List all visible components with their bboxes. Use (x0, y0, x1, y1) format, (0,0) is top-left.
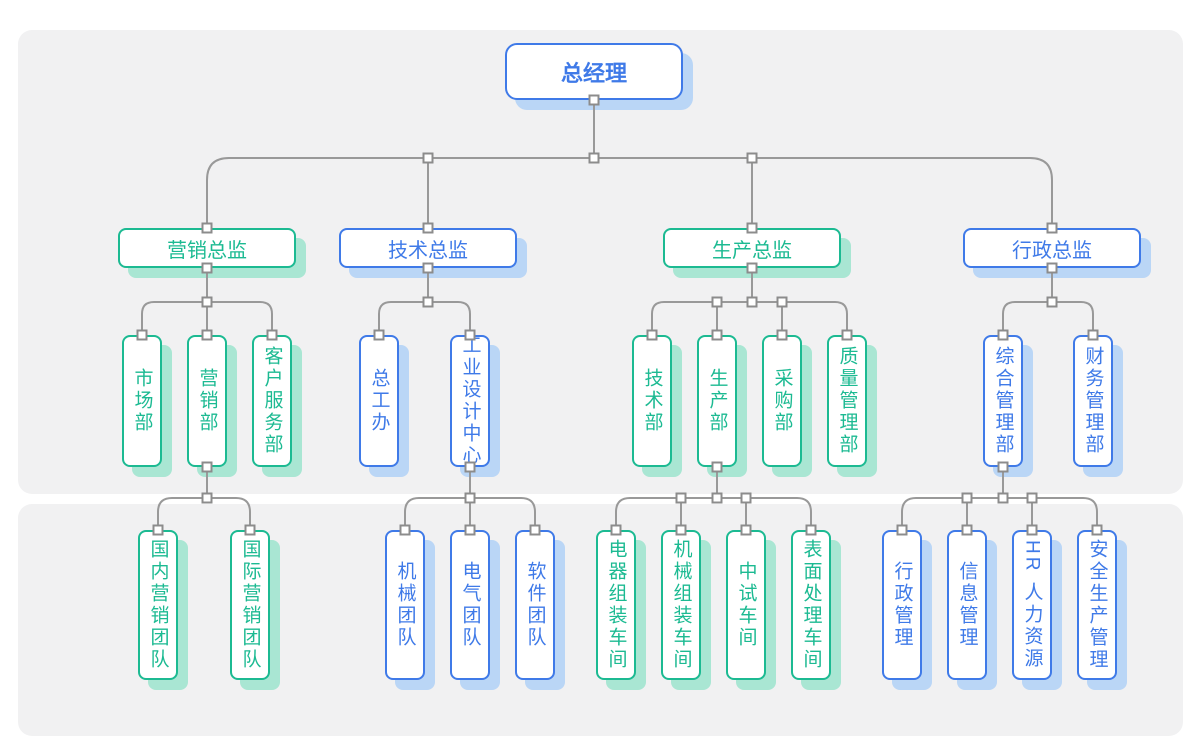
org-node-label: 生产总监 (712, 239, 792, 262)
org-node-label: 软件团队 (524, 561, 546, 649)
org-node-jxzzcj[interactable]: 机械组装车间 (661, 530, 701, 680)
org-node-scb[interactable]: 生产部 (697, 335, 737, 467)
org-node-rjtd[interactable]: 软件团队 (515, 530, 555, 680)
org-node-label: 营销部 (196, 368, 218, 434)
org-node-jsb[interactable]: 技术部 (632, 335, 672, 467)
org-node-xzgl[interactable]: 行政管理 (882, 530, 922, 680)
org-node-label: 工业设计中心 (459, 335, 481, 467)
org-node-label: 国际营销团队 (239, 539, 261, 671)
org-node-sczj[interactable]: 生产总监 (663, 228, 841, 268)
org-node-label: 财务管理部 (1082, 346, 1104, 456)
org-node-label: 市场部 (131, 368, 153, 434)
org-node-label: 电器组装车间 (605, 539, 627, 671)
org-node-gjyxtd[interactable]: 国际营销团队 (230, 530, 270, 680)
org-node-gnyxtd[interactable]: 国内营销团队 (138, 530, 178, 680)
org-node-schb[interactable]: 市场部 (122, 335, 162, 467)
org-node-label: 综合管理部 (992, 346, 1014, 456)
org-node-zjl[interactable]: 总经理 (505, 43, 683, 100)
org-node-zgb[interactable]: 总工办 (359, 335, 399, 467)
org-node-label: 采购部 (771, 368, 793, 434)
org-node-label: 生产部 (706, 368, 728, 434)
org-node-xzzj[interactable]: 行政总监 (963, 228, 1141, 268)
org-node-label: 行政总监 (1012, 239, 1092, 262)
org-node-label: HR 人力资源 (1021, 540, 1043, 670)
org-node-label: 机械组装车间 (670, 539, 692, 671)
org-node-label: 技术总监 (388, 239, 468, 262)
org-node-label: 中试车间 (735, 561, 757, 649)
org-node-label: 国内营销团队 (147, 539, 169, 671)
org-node-label: 电气团队 (459, 561, 481, 649)
org-node-jxtd[interactable]: 机械团队 (385, 530, 425, 680)
org-node-khfwb[interactable]: 客户服务部 (252, 335, 292, 467)
org-node-label: 总经理 (560, 60, 627, 86)
org-node-zhglb[interactable]: 综合管理部 (983, 335, 1023, 467)
org-node-xxgl[interactable]: 信息管理 (947, 530, 987, 680)
org-node-bmclcj[interactable]: 表面处理车间 (791, 530, 831, 680)
org-node-label: 客户服务部 (261, 346, 283, 456)
org-node-label: 信息管理 (956, 561, 978, 649)
org-node-label: 技术部 (641, 368, 663, 434)
org-node-label: 行政管理 (891, 561, 913, 649)
org-node-jszj[interactable]: 技术总监 (339, 228, 517, 268)
org-node-label: 营销总监 (167, 239, 247, 262)
org-node-label: 质量管理部 (836, 346, 858, 456)
org-node-zscj[interactable]: 中试车间 (726, 530, 766, 680)
org-node-label: 安全生产管理 (1086, 539, 1108, 671)
org-node-label: 表面处理车间 (800, 539, 822, 671)
org-node-aqscgl[interactable]: 安全生产管理 (1077, 530, 1117, 680)
org-node-dqtd[interactable]: 电气团队 (450, 530, 490, 680)
org-node-cgb[interactable]: 采购部 (762, 335, 802, 467)
org-node-label: 总工办 (368, 368, 390, 434)
org-node-dqzzcj[interactable]: 电器组装车间 (596, 530, 636, 680)
org-node-gysjzx[interactable]: 工业设计中心 (450, 335, 490, 467)
org-node-label: 机械团队 (394, 561, 416, 649)
org-node-hrrlzy[interactable]: HR 人力资源 (1012, 530, 1052, 680)
org-node-zlglb[interactable]: 质量管理部 (827, 335, 867, 467)
org-node-yxb[interactable]: 营销部 (187, 335, 227, 467)
org-node-yxzj[interactable]: 营销总监 (118, 228, 296, 268)
org-node-cwglb[interactable]: 财务管理部 (1073, 335, 1113, 467)
